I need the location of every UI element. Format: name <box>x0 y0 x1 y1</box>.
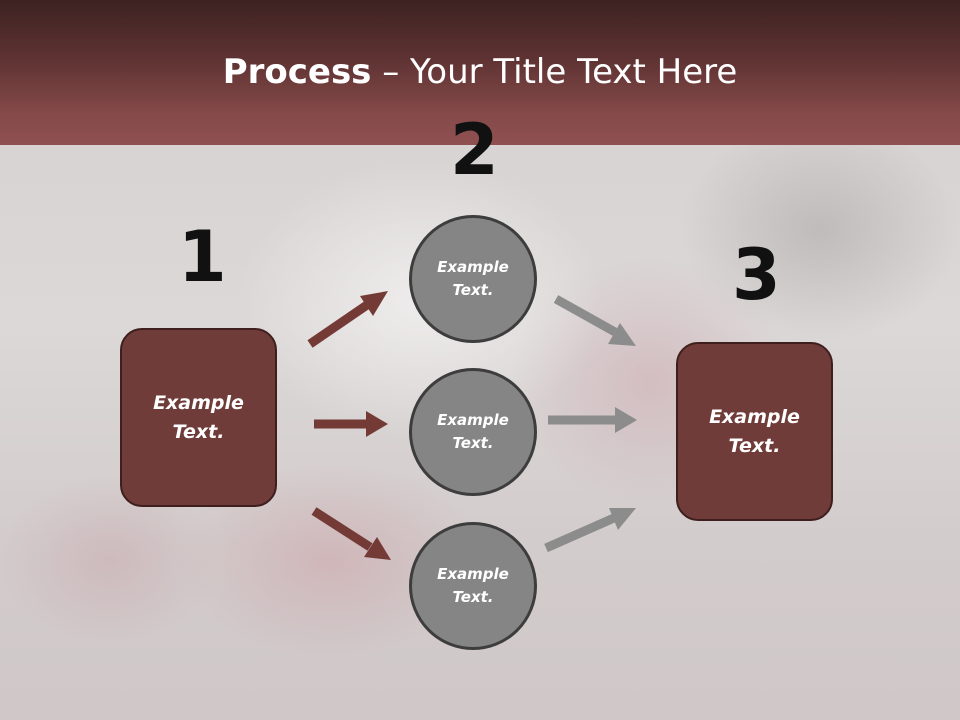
step-2-circle-middle: Example Text. <box>409 368 537 496</box>
step-2-label-top: Example Text. <box>437 258 509 299</box>
step-number-2: 2 <box>450 109 499 191</box>
slide-title: Process – Your Title Text Here <box>0 52 960 92</box>
slide-title-rest: – Your Title Text Here <box>371 52 738 92</box>
step-1-label: Example Text. <box>153 391 244 443</box>
step-3-label: Example Text. <box>709 405 800 457</box>
step-3-box: Example Text. <box>676 342 833 521</box>
step-2-circle-top: Example Text. <box>409 215 537 343</box>
arrow-1-to-bottom <box>311 507 391 560</box>
arrow-1-to-middle <box>314 411 388 437</box>
arrow-top-to-3 <box>553 295 636 346</box>
slide-title-bold: Process <box>222 52 372 92</box>
step-number-3: 3 <box>732 234 781 316</box>
step-2-label-bottom: Example Text. <box>437 565 509 606</box>
arrow-middle-to-3 <box>548 407 637 433</box>
title-bar <box>0 0 960 145</box>
step-number-1: 1 <box>178 216 227 298</box>
arrow-bottom-to-3 <box>544 508 636 553</box>
step-1-box: Example Text. <box>120 328 277 507</box>
step-2-circle-bottom: Example Text. <box>409 522 537 650</box>
step-2-label-middle: Example Text. <box>437 411 509 452</box>
arrow-1-to-top <box>307 291 388 348</box>
